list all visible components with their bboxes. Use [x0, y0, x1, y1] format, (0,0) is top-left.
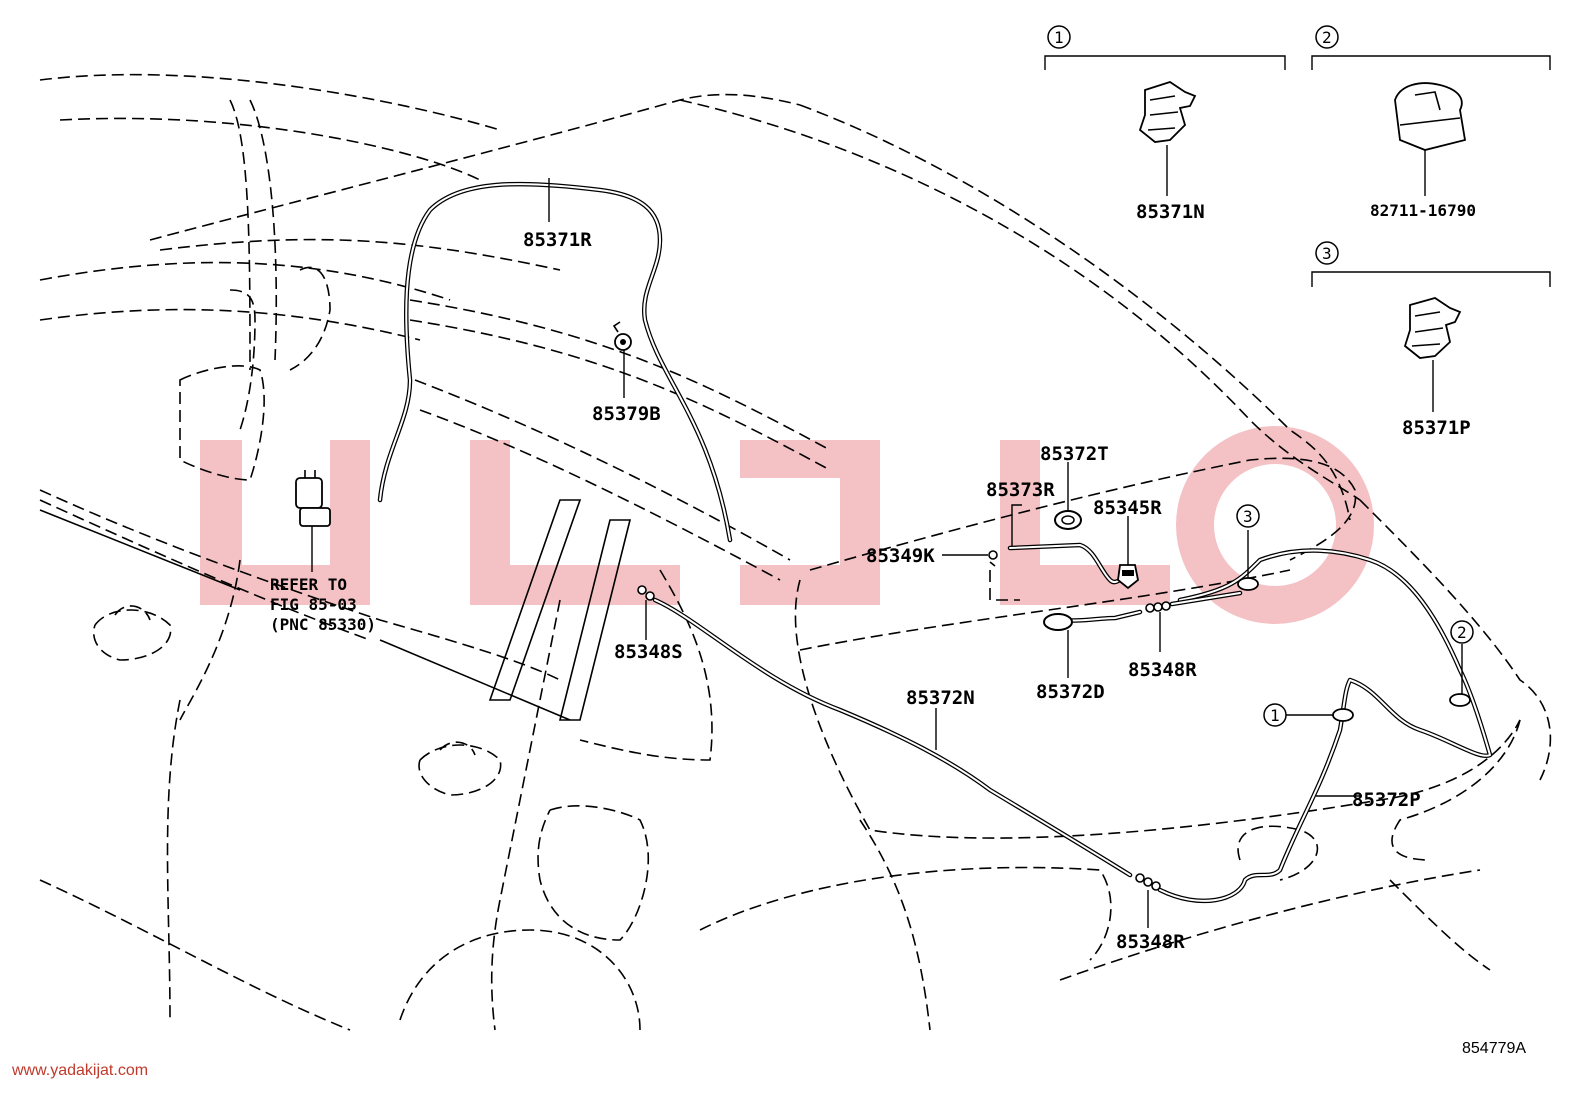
- hose-85372N: [652, 597, 1133, 878]
- clip-85371P-icon: [1403, 297, 1462, 359]
- connector-85348R-lower-icon: [1135, 873, 1161, 891]
- inset-2: 2 82711-16790: [1311, 25, 1551, 220]
- refer-line-2: FIG 85-03: [270, 595, 357, 614]
- label-85373R: 85373R: [986, 479, 1055, 501]
- callout-3-num: 3: [1243, 507, 1253, 526]
- inset-3-num: 3: [1322, 244, 1332, 263]
- hose-85372P: [1157, 548, 1493, 904]
- nozzle-85345R-icon: [1117, 564, 1139, 590]
- label-85345R: 85345R: [1093, 497, 1162, 519]
- clip-82711-16790-icon: [1394, 82, 1467, 151]
- label-85379B: 85379B: [592, 403, 661, 425]
- label-85348S: 85348S: [614, 641, 683, 663]
- inset-1: 1 85371N: [1044, 25, 1286, 223]
- label-85372P: 85372P: [1352, 789, 1421, 811]
- grommet-85372T-icon: [1054, 510, 1082, 530]
- label-82711-16790: 82711-16790: [1370, 201, 1476, 220]
- inset-3: 3 85371P: [1311, 241, 1551, 439]
- washer-pump-icon: [295, 470, 331, 527]
- connector-85348S-icon: [637, 585, 655, 601]
- car-body-outline: [39, 73, 1552, 1031]
- label-85371R: 85371R: [523, 229, 592, 251]
- watermark-logo: [200, 426, 1374, 624]
- clip-ring-3-icon: [1237, 577, 1259, 591]
- label-85371P: 85371P: [1402, 417, 1471, 439]
- label-85372D: 85372D: [1036, 681, 1105, 703]
- website-url[interactable]: www.yadakijat.com: [12, 1062, 149, 1079]
- connector-85348R-upper-icon: [1145, 601, 1171, 613]
- label-85349K: 85349K: [866, 545, 935, 567]
- clip-ring-2-icon: [1449, 693, 1471, 707]
- refer-line-3: (PNC 85330): [270, 615, 376, 634]
- label-85348R-upper: 85348R: [1128, 659, 1197, 681]
- label-85372N: 85372N: [906, 687, 975, 709]
- clip-85371N-icon: [1138, 81, 1197, 143]
- refer-line-1: REFER TO: [270, 575, 347, 594]
- figure-code: 854779A: [1462, 1040, 1527, 1057]
- callout-2: 2: [1450, 620, 1474, 644]
- hose-85371R: [377, 181, 733, 543]
- clip-ring-1-icon: [1332, 708, 1354, 722]
- clip-85379B-icon: [612, 321, 632, 351]
- callout-1-num: 1: [1270, 706, 1280, 725]
- door-handle-rear: [418, 741, 502, 796]
- label-85371N: 85371N: [1136, 201, 1205, 223]
- grommet-85372D-icon: [1043, 613, 1073, 631]
- label-85372T: 85372T: [1040, 443, 1109, 465]
- inset-1-num: 1: [1054, 28, 1064, 47]
- connector-85349K-icon: [988, 550, 998, 567]
- inset-2-num: 2: [1322, 28, 1332, 47]
- callout-3: 3: [1236, 504, 1260, 528]
- callout-1: 1: [1263, 703, 1287, 727]
- door-handle-front: [93, 605, 172, 661]
- callout-2-num: 2: [1457, 623, 1467, 642]
- label-85348R-lower: 85348R: [1116, 931, 1185, 953]
